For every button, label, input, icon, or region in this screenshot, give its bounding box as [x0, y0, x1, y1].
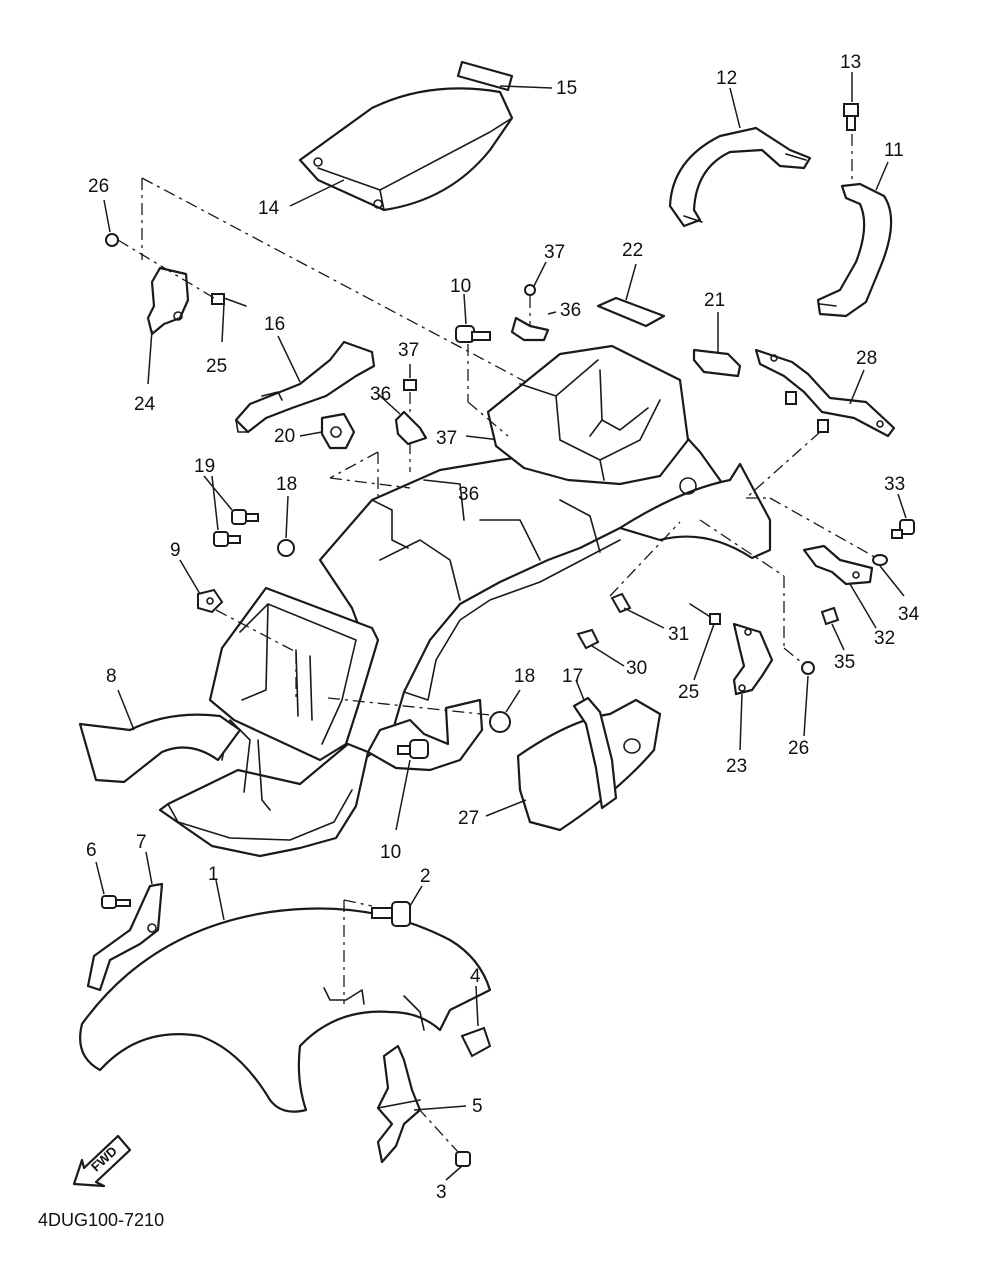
callout-5: 5	[472, 1096, 483, 1117]
callout-19: 19	[194, 456, 215, 477]
part-28-bracket-right	[754, 348, 896, 438]
callout-36-upper: 36	[560, 300, 581, 321]
callout-35: 35	[834, 652, 855, 673]
part-14-seat-panel	[289, 87, 514, 212]
part-21-rubber-block	[692, 312, 742, 378]
part-17-strap	[572, 679, 618, 810]
part-37-screw-upper	[524, 261, 547, 334]
callout-25-lower: 25	[678, 682, 699, 703]
callout-10-upper: 10	[450, 276, 471, 297]
part-34-washer	[872, 554, 905, 597]
callout-34: 34	[898, 604, 920, 625]
part-25-rivet-upper	[211, 293, 247, 343]
part-30-nut	[576, 628, 625, 667]
part-15-label-plate	[456, 60, 553, 92]
part-3-screw	[445, 1151, 471, 1181]
callout-26-upper: 26	[88, 176, 109, 197]
callout-36-middle: 36	[370, 384, 391, 405]
callout-22: 22	[622, 240, 643, 261]
part-9-nut-clip	[179, 559, 224, 614]
callout-36-center: 36	[458, 484, 479, 505]
callout-15: 15	[556, 78, 577, 99]
part-10-bolt-lower	[395, 739, 429, 831]
callout-13: 13	[840, 52, 861, 73]
callout-9: 9	[170, 540, 181, 561]
callout-14: 14	[258, 198, 280, 219]
callout-18-upper: 18	[276, 474, 297, 495]
callout-18-lower: 18	[514, 666, 535, 687]
callout-24: 24	[134, 394, 156, 415]
callout-37-upper: 37	[544, 242, 565, 263]
callout-16: 16	[264, 314, 285, 335]
part-11-grab-bar-right	[816, 161, 893, 318]
part-18-grommet-upper	[277, 495, 295, 557]
callout-23: 23	[726, 756, 747, 777]
callout-10-lower: 10	[380, 842, 401, 863]
part-1-front-fender	[79, 879, 492, 1113]
callout-20: 20	[274, 426, 295, 447]
callout-28: 28	[856, 348, 877, 369]
callout-4: 4	[470, 966, 481, 987]
callout-6: 6	[86, 840, 97, 861]
callout-8: 8	[106, 666, 117, 687]
callout-32: 32	[874, 628, 895, 649]
part-22-label-plate	[596, 263, 666, 328]
part-37-screw-middle	[403, 364, 417, 472]
part-2-bolt	[371, 885, 423, 927]
callout-31: 31	[668, 624, 689, 645]
callout-33: 33	[884, 474, 905, 495]
rear-fender-tray-assembly	[158, 344, 772, 858]
part-18-grommet-lower	[489, 689, 521, 733]
part-35-clip-nut	[820, 606, 845, 651]
part-12-grab-bar	[668, 87, 812, 228]
part-4-grommet	[460, 985, 492, 1058]
part-36-clip-middle	[377, 393, 428, 446]
part-25-rivet-lower	[689, 603, 721, 681]
callout-11: 11	[884, 140, 904, 161]
callout-1: 1	[208, 864, 219, 885]
part-27-tool-bag	[485, 698, 662, 832]
callout-21: 21	[704, 290, 725, 311]
part-16-bracket-strip	[234, 335, 376, 434]
part-36-clip-upper	[510, 311, 557, 342]
callout-7: 7	[136, 832, 147, 853]
forward-direction-arrow: FWD	[72, 1134, 132, 1188]
part-13-bolt	[843, 72, 859, 180]
callout-37-middle: 37	[398, 340, 419, 361]
callout-2: 2	[420, 866, 431, 887]
part-19-screws	[203, 475, 259, 547]
callout-25-upper: 25	[206, 356, 227, 377]
part-5-cable-guide	[376, 1044, 467, 1164]
callout-17: 17	[562, 666, 583, 687]
part-20-clip	[299, 412, 356, 450]
part-24-bracket-left	[146, 266, 190, 385]
callout-37-center: 37	[436, 428, 457, 449]
part-26-nut-lower	[801, 661, 815, 737]
diagram-code: 4DUG100-7210	[38, 1210, 164, 1230]
callout-26-lower: 26	[788, 738, 809, 759]
callout-12: 12	[716, 68, 737, 89]
part-23-bracket-right-lower	[732, 622, 774, 751]
callout-3: 3	[436, 1182, 447, 1203]
part-7-stay-bracket	[86, 851, 164, 992]
callout-30: 30	[626, 658, 647, 679]
part-33-bolt	[891, 493, 915, 539]
part-26-nut-upper	[103, 199, 119, 247]
part-32-bracket	[802, 544, 877, 629]
part-6-bolt	[95, 861, 131, 909]
part-8-mudflap	[78, 689, 242, 784]
part-10-bolt-upper	[455, 293, 491, 343]
callout-labels: 15 14 12 13 11 26 25 24 16 10 37 36 22 2…	[86, 52, 920, 1203]
callout-27: 27	[458, 808, 479, 829]
part-31-collar	[610, 592, 665, 629]
